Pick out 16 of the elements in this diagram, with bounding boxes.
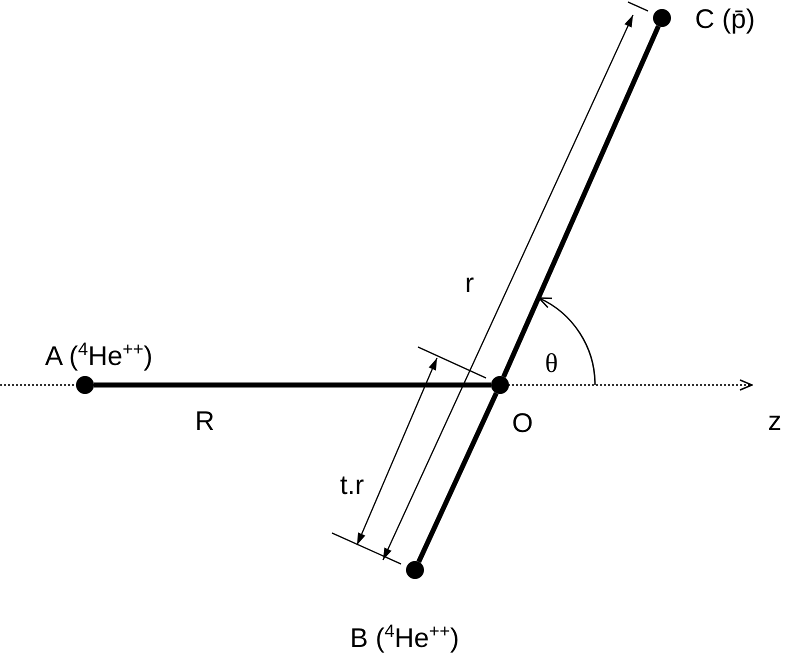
symbol-label: t.r — [340, 472, 364, 499]
particle-dot — [76, 376, 94, 394]
rod-line — [501, 25, 661, 378]
symbol-label: z — [768, 408, 782, 435]
rod-line — [94, 382, 491, 388]
point-label: A ($^{4}$He$^{++}$) — [45, 340, 153, 370]
particle-dot — [406, 561, 424, 579]
particle-dot — [491, 376, 509, 394]
point-label: C (p̄) — [695, 6, 755, 33]
symbol-label: R — [195, 408, 214, 435]
point-label: O — [512, 410, 534, 437]
particle-dot — [653, 9, 671, 27]
rod-line — [416, 392, 499, 563]
symbol-label: θ — [545, 350, 558, 377]
point-label: B ($^{4}$He$^{++}$) — [350, 622, 460, 652]
symbol-label: r — [465, 270, 474, 297]
